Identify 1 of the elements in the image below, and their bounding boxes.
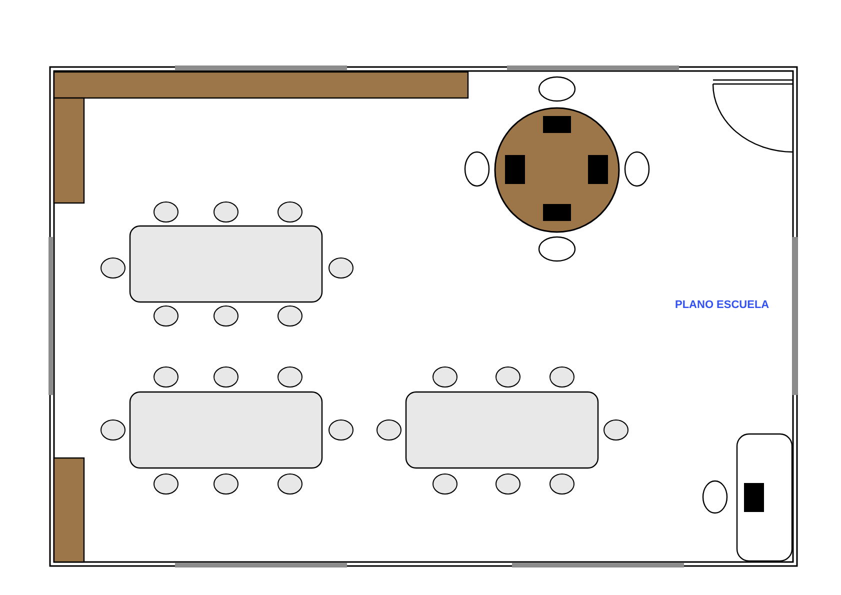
plan-title: PLANO ESCUELA bbox=[675, 299, 770, 311]
